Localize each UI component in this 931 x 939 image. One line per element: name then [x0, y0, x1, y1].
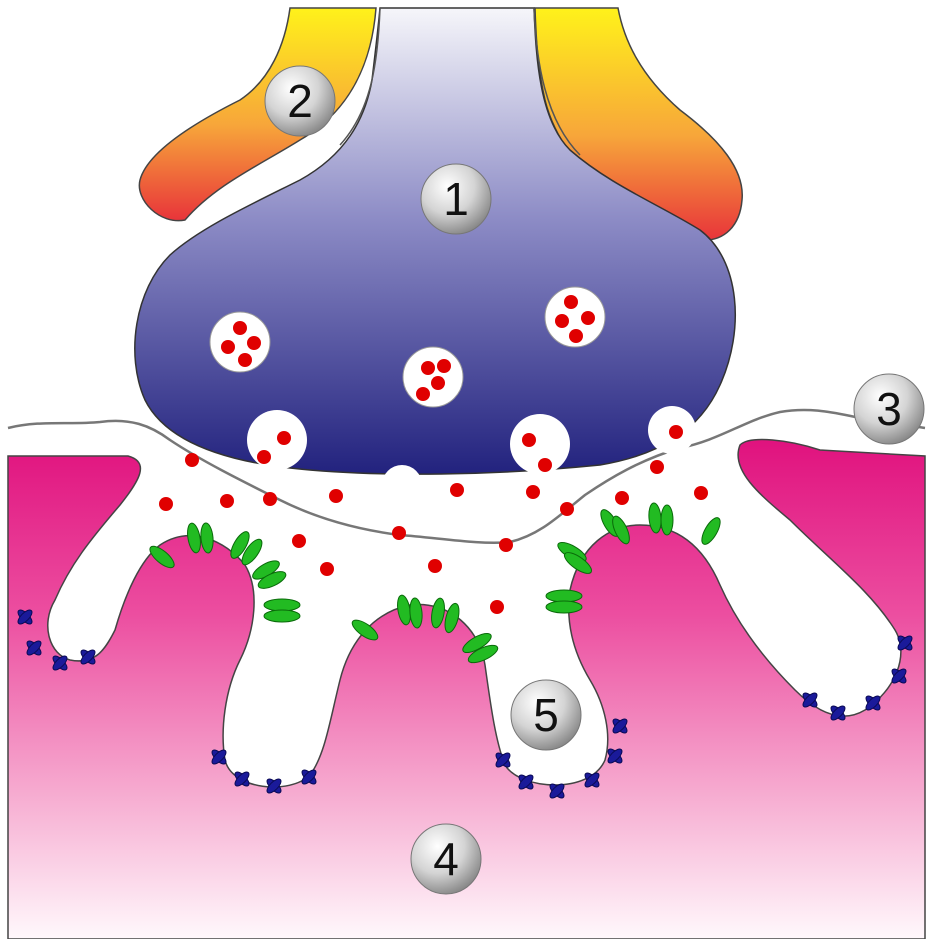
label-3: 3 — [876, 383, 902, 435]
label-4: 4 — [433, 833, 459, 885]
label-5: 5 — [533, 689, 559, 741]
marker-4: 4 — [411, 824, 481, 894]
vesicle — [545, 287, 605, 347]
label-2: 2 — [287, 75, 313, 127]
vesicle-fusing — [510, 414, 570, 474]
vesicle — [210, 312, 270, 372]
vesicle — [403, 347, 463, 407]
marker-2: 2 — [265, 66, 335, 136]
marker-1: 1 — [421, 164, 491, 234]
vesicle-fusing — [247, 410, 307, 470]
label-1: 1 — [443, 173, 469, 225]
vesicle-fusing — [382, 465, 422, 505]
vesicle-fusing — [648, 406, 696, 454]
marker-5: 5 — [511, 680, 581, 750]
marker-3: 3 — [854, 374, 924, 444]
